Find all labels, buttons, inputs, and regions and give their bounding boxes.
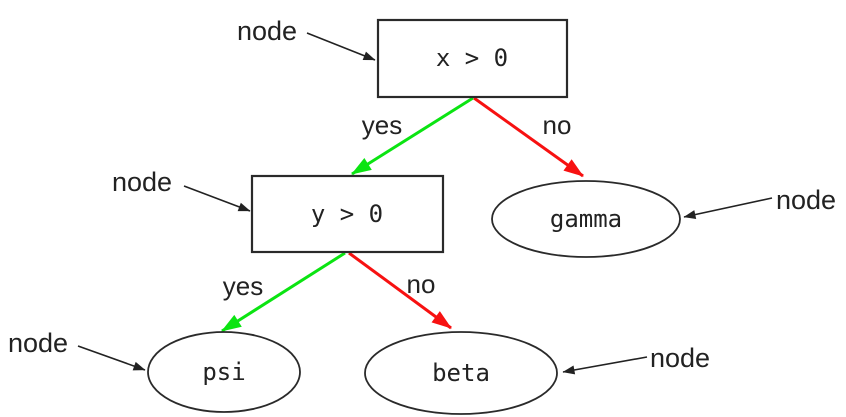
edge-label-no-upper: no <box>543 110 572 140</box>
annotation-label-psi: node <box>8 328 68 358</box>
node-label-gamma: gamma <box>550 205 622 233</box>
annotation-arrow-decision2 <box>183 185 251 212</box>
annotation-label-beta: node <box>650 343 710 373</box>
annotation-arrow-root <box>306 32 376 61</box>
edge-root-yes <box>351 96 474 176</box>
edge-label-yes-upper: yes <box>362 110 402 140</box>
node-box-root <box>376 18 569 99</box>
annotation-label-root: node <box>237 16 297 46</box>
edge-decision2-yes <box>221 251 346 333</box>
edge-root-no <box>473 96 584 178</box>
annotation-label-decision2: node <box>112 167 172 197</box>
node-ellipse-gamma <box>491 180 681 258</box>
annotation-label-gamma: node <box>776 185 836 215</box>
edge-label-no-lower: no <box>407 269 436 299</box>
node-label-psi: psi <box>202 358 245 386</box>
node-label-decision2: y > 0 <box>311 200 383 228</box>
node-ellipse-beta <box>364 331 558 415</box>
node-ellipse-psi <box>147 331 301 413</box>
node-label-beta: beta <box>432 359 490 387</box>
node-box-decision2 <box>250 174 445 254</box>
annotation-arrow-psi <box>77 345 146 371</box>
edge-decision2-no <box>348 251 452 330</box>
annotation-arrow-beta <box>562 356 648 375</box>
annotation-arrow-gamma <box>683 197 773 219</box>
edge-label-yes-lower: yes <box>223 271 263 301</box>
node-label-root: x > 0 <box>436 44 508 72</box>
